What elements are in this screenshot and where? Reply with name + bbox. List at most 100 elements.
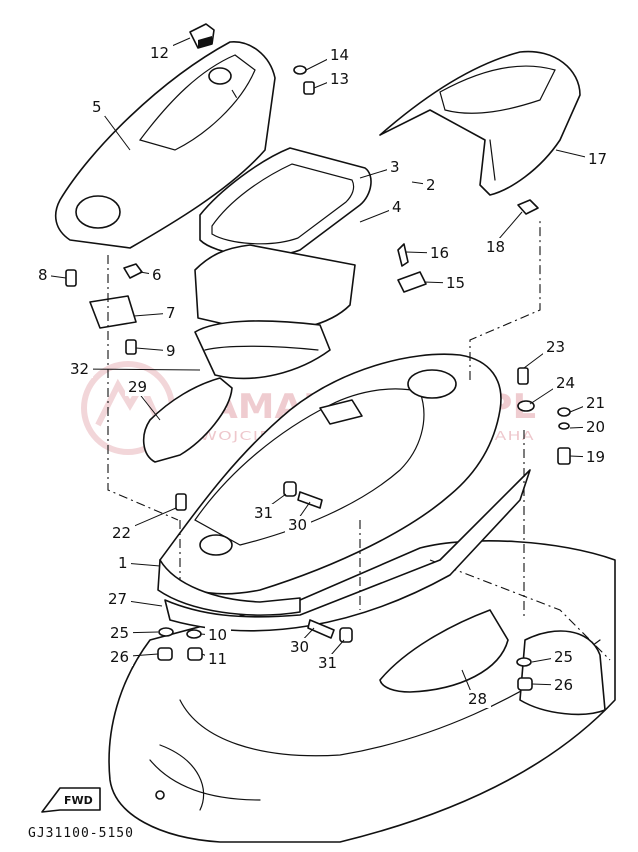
deck-vent: [407, 369, 457, 399]
callout-bg-c21: [583, 394, 609, 412]
callout-c27: 27: [108, 590, 127, 608]
bin-tub: [194, 244, 356, 333]
bolt-19: [557, 447, 571, 465]
bolt-30b: [307, 619, 335, 639]
part-latch: [397, 243, 427, 293]
callout-bg-c13: [327, 70, 353, 88]
part-washer-14: [293, 65, 307, 75]
callout-bg-c25a: [107, 624, 133, 642]
callout-c17: 17: [588, 150, 607, 168]
hull-cleat: [155, 790, 165, 800]
clip-18: [517, 199, 539, 215]
assembly-line-left: [107, 255, 179, 521]
drawing-code: GJ31100-5150: [28, 826, 134, 841]
callout-c7: 7: [166, 304, 176, 322]
part-bolts-center: [283, 481, 353, 643]
bin-lower-seal: [194, 320, 331, 380]
part-gunwale: [164, 469, 531, 632]
callout-c28: 28: [468, 690, 487, 708]
callout-c23: 23: [546, 338, 565, 356]
spacer-31b: [339, 627, 353, 643]
callout-c30b: 30: [290, 638, 309, 656]
part-clip-18: [517, 199, 539, 215]
callout-bg-c7: [163, 304, 179, 322]
callout-bg-c5: [89, 98, 105, 116]
part-deck: [157, 353, 502, 616]
callout-bg-c26a: [107, 648, 133, 666]
callout-bg-c20: [583, 418, 609, 436]
callout-c25b: 25: [554, 648, 573, 666]
callout-bg-c29: [125, 378, 151, 396]
fwd-label: FWD: [64, 794, 93, 807]
front-hood-panel: [138, 54, 256, 151]
callout-leader-c32: [75, 368, 201, 371]
callout-c21: 21: [586, 394, 605, 412]
callout-bg-c17: [585, 150, 611, 168]
callout-c24: 24: [556, 374, 575, 392]
hull-bow-detail: [159, 744, 205, 811]
callout-bg-c14: [327, 46, 353, 64]
callout-bg-c12: [147, 44, 173, 62]
callout-c20: 20: [586, 418, 605, 436]
callout-bg-c32: [67, 360, 93, 378]
callout-bg-c30a: [285, 516, 311, 534]
part-fasteners-front: [157, 493, 533, 691]
callout-c12: 12: [150, 44, 169, 62]
bolt-22: [175, 493, 187, 511]
callout-c13: 13: [330, 70, 349, 88]
hull-bow-line: [149, 759, 261, 801]
side-panel-left: [142, 377, 233, 463]
bracket-7: [89, 295, 137, 329]
part-hardware-left: [65, 263, 143, 355]
callout-c5: 5: [92, 98, 102, 116]
callout-c31a: 31: [254, 504, 273, 522]
callout-c19: 19: [586, 448, 605, 466]
bolt-30a: [297, 491, 323, 509]
side-sponson: [519, 630, 606, 716]
front-hood-hatch: [75, 195, 121, 229]
callout-c3: 3: [390, 158, 400, 176]
front-hood-body: [54, 41, 276, 249]
callout-bg-c22: [109, 524, 135, 542]
gunwale-strip: [164, 469, 531, 632]
bin-rim-inner: [211, 163, 355, 245]
deck-body: [159, 353, 502, 595]
latch-pin-16: [397, 243, 409, 267]
part-seat: [379, 50, 581, 196]
callout-c29: 29: [128, 378, 147, 396]
callout-c9: 9: [166, 342, 176, 360]
callout-c26a: 26: [110, 648, 129, 666]
callout-c25a: 25: [110, 624, 129, 642]
washer-21: [557, 407, 571, 417]
deck-bumper-1: [157, 559, 301, 616]
callout-bg-c31b: [315, 654, 341, 672]
callout-bg-c23: [543, 338, 569, 356]
callout-bg-c19: [583, 448, 609, 466]
part-side-panel-right: [379, 609, 509, 693]
callout-bg-c3: [387, 158, 403, 176]
callout-c31b: 31: [318, 654, 337, 672]
cap-shade: [198, 36, 212, 48]
bolt-9: [125, 339, 137, 355]
callout-c8: 8: [38, 266, 48, 284]
callout-bg-c25b: [551, 648, 577, 666]
nut-26b: [517, 677, 533, 691]
callout-c26b: 26: [554, 676, 573, 694]
screw-23: [517, 367, 529, 385]
front-hood-cap-hole: [208, 67, 232, 85]
screw-13: [303, 81, 315, 95]
callout-c1: 1: [118, 554, 128, 572]
callout-bg-c10: [205, 626, 231, 644]
callout-bg-c28: [465, 690, 491, 708]
nut-26a: [157, 647, 173, 661]
washer-25b: [516, 657, 532, 667]
callout-c4: 4: [392, 198, 402, 216]
deck-handle-mount: [319, 399, 363, 425]
assembly-line-seat: [469, 220, 541, 380]
callout-bg-c6: [149, 266, 165, 284]
callout-c15: 15: [446, 274, 465, 292]
callout-c2: 2: [426, 176, 436, 194]
callout-bg-c18: [483, 238, 509, 256]
callout-c30a: 30: [288, 516, 307, 534]
